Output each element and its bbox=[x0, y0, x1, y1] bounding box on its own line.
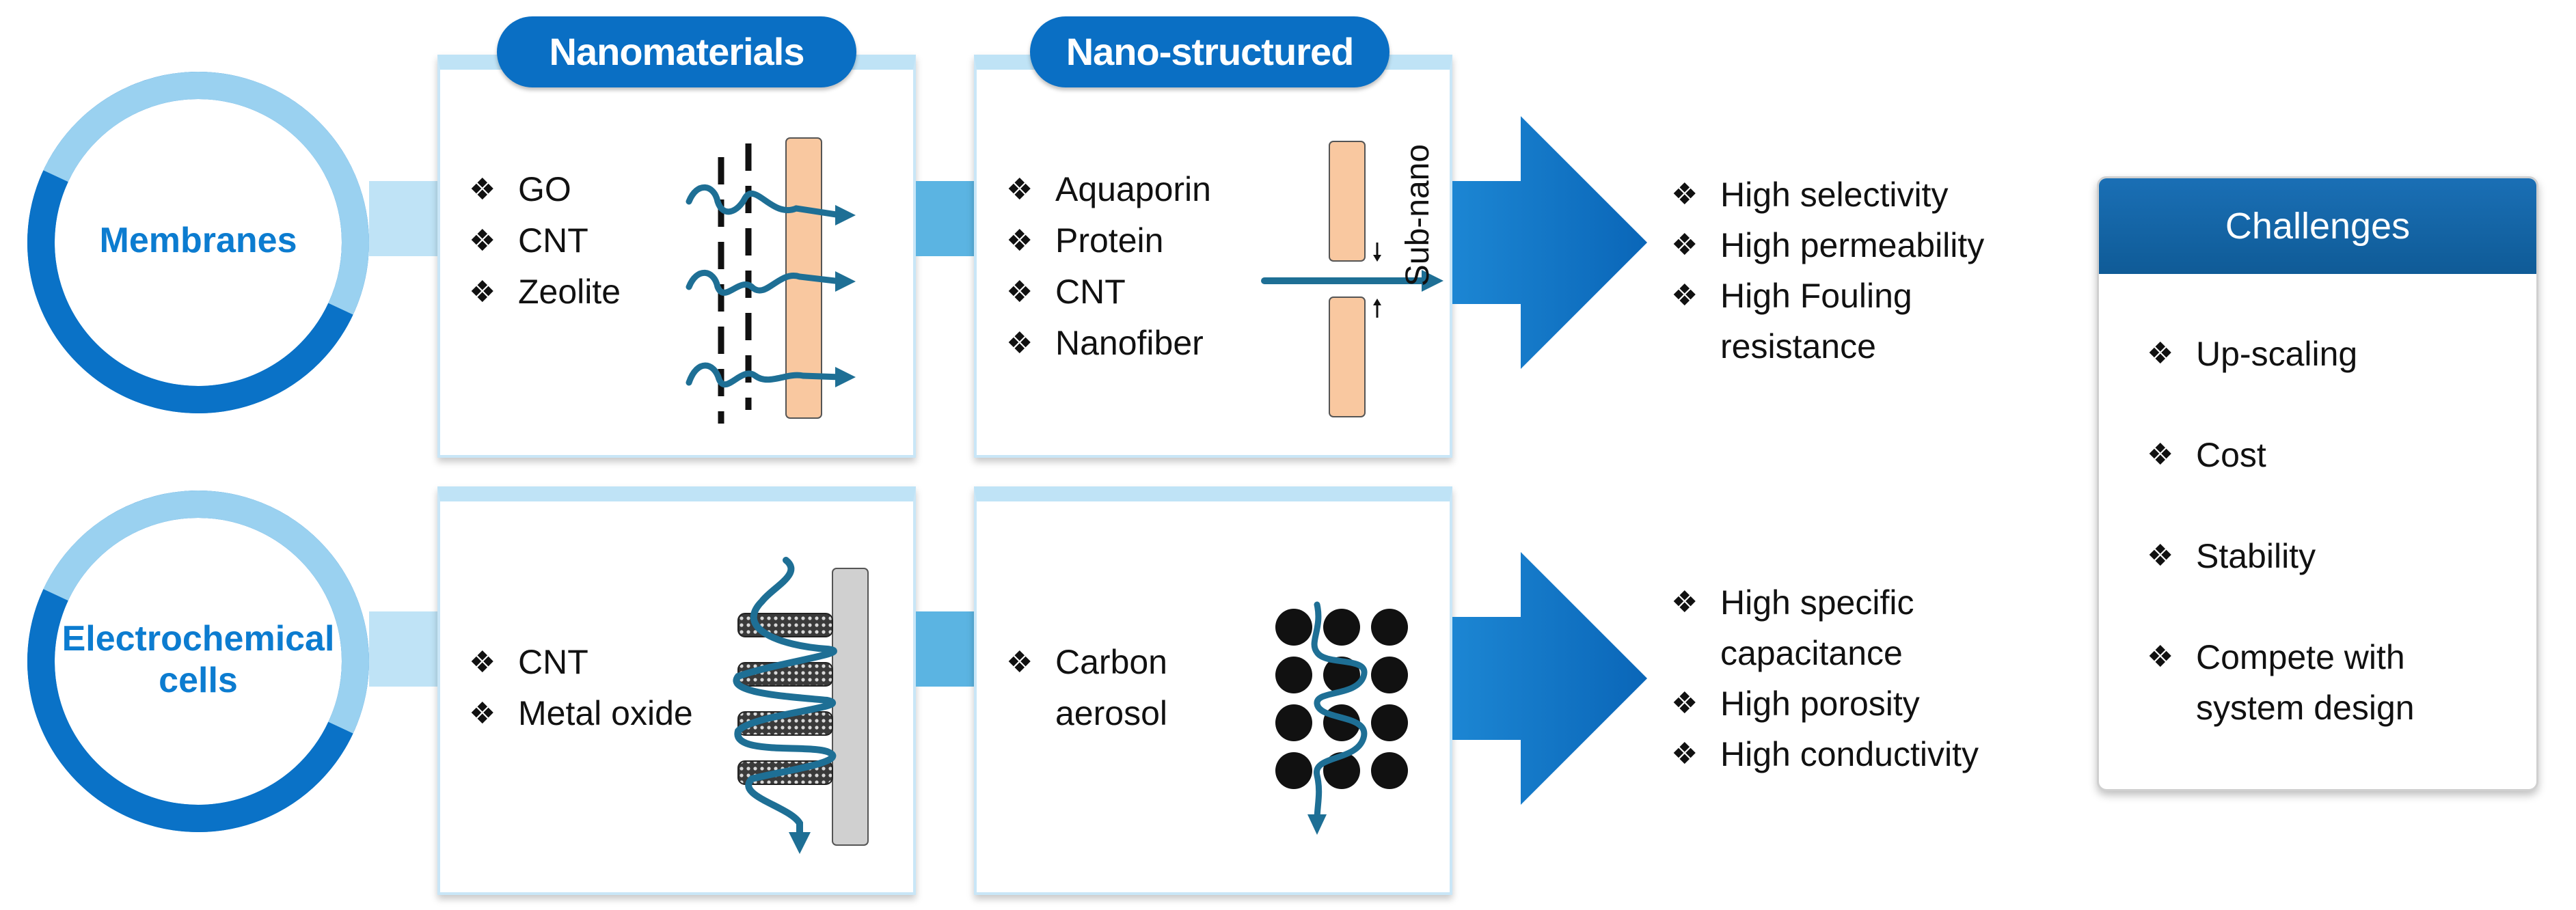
bullet-icon: ❖ bbox=[1006, 327, 1033, 360]
challenges-list: ❖Up-scaling ❖Cost ❖Stability ❖Compete wi… bbox=[2147, 329, 2415, 733]
list-item: ❖Up-scaling bbox=[2147, 329, 2415, 379]
bullet-icon: ❖ bbox=[469, 697, 496, 730]
nanomaterials-header: Nanomaterials bbox=[497, 16, 856, 87]
electrochemical-outcomes-list: ❖High specific capacitance ❖High porosit… bbox=[1671, 577, 1979, 780]
list-item-continuation: aerosol bbox=[1055, 694, 1167, 732]
bullet-icon: ❖ bbox=[1671, 585, 1698, 619]
list-item: ❖Compete with bbox=[2147, 632, 2415, 682]
bullet-icon: ❖ bbox=[1006, 275, 1033, 309]
challenges-title: Challenges bbox=[2099, 178, 2536, 274]
bullet-icon: ❖ bbox=[1671, 737, 1698, 771]
bullet-icon: ❖ bbox=[469, 173, 496, 206]
bullet-icon: ❖ bbox=[1671, 228, 1698, 262]
bullet-icon: ❖ bbox=[469, 275, 496, 309]
bullet-icon: ❖ bbox=[1671, 279, 1698, 312]
list-item: ❖High porosity bbox=[1671, 678, 1979, 729]
list-item-continuation: system design bbox=[2196, 689, 2415, 727]
membranes-outcomes-list: ❖High selectivity ❖High permeability ❖Hi… bbox=[1671, 169, 1984, 372]
electrochemical-label: Electrochemical cells bbox=[62, 619, 335, 701]
list-item: ❖Aquaporin bbox=[1006, 164, 1211, 215]
connector-ring-membranes bbox=[369, 181, 444, 256]
list-item: ❖High Fouling bbox=[1671, 271, 1984, 321]
list-item: ❖GO bbox=[469, 164, 621, 215]
bullet-icon: ❖ bbox=[2147, 539, 2174, 573]
list-item: ❖High permeability bbox=[1671, 220, 1984, 271]
arrow-membranes bbox=[1452, 116, 1647, 369]
connector-electrochemical-1 bbox=[916, 611, 977, 687]
connector-ring-electrochemical bbox=[369, 611, 444, 687]
bullet-icon: ❖ bbox=[2147, 438, 2174, 471]
bullet-icon: ❖ bbox=[1006, 173, 1033, 206]
sub-nano-pore-illustration: Sub-nano bbox=[1261, 141, 1443, 417]
bullet-icon: ❖ bbox=[469, 224, 496, 258]
list-item: ❖Metal oxide bbox=[469, 688, 693, 739]
list-item: ❖High conductivity bbox=[1671, 729, 1979, 780]
carbon-aerosol-illustration bbox=[1275, 601, 1408, 835]
bullet-icon: ❖ bbox=[1006, 646, 1033, 679]
list-item: ❖High specific bbox=[1671, 577, 1979, 628]
list-item: ❖Cost bbox=[2147, 430, 2415, 480]
list-item-continuation: capacitance bbox=[1720, 634, 1903, 672]
bullet-icon: ❖ bbox=[2147, 640, 2174, 674]
list-item: ❖Zeolite bbox=[469, 266, 621, 318]
list-item: ❖CNT bbox=[469, 215, 621, 266]
electrochemical-nanomaterials-list: ❖CNT ❖Metal oxide bbox=[469, 637, 693, 739]
electrochemical-nano-structured-list: ❖Carbon aerosol bbox=[1006, 637, 1167, 739]
list-item: ❖Protein bbox=[1006, 215, 1211, 266]
bullet-icon: ❖ bbox=[1006, 224, 1033, 258]
connector-membranes-1 bbox=[916, 181, 977, 256]
sub-nano-label: Sub-nano bbox=[1400, 144, 1436, 286]
bullet-icon: ❖ bbox=[1671, 687, 1698, 720]
panel-electrochemical-nano-structured bbox=[974, 486, 1452, 895]
membranes-label: Membranes bbox=[99, 221, 297, 260]
list-item: ❖Carbon bbox=[1006, 637, 1167, 688]
electrode-illustration bbox=[733, 557, 869, 854]
list-item: ❖CNT bbox=[1006, 266, 1211, 318]
bullet-icon: ❖ bbox=[2147, 337, 2174, 370]
list-item: ❖Stability bbox=[2147, 531, 2415, 581]
list-item: ❖Nanofiber bbox=[1006, 318, 1211, 369]
bullet-icon: ❖ bbox=[1671, 178, 1698, 211]
bullet-icon: ❖ bbox=[469, 646, 496, 679]
arrow-electrochemical bbox=[1452, 552, 1647, 805]
list-item: ❖High selectivity bbox=[1671, 169, 1984, 220]
challenges-box: Challenges ❖Up-scaling ❖Cost ❖Stability … bbox=[2097, 176, 2538, 791]
membranes-nanomaterials-list: ❖GO ❖CNT ❖Zeolite bbox=[469, 164, 621, 318]
membranes-nano-structured-list: ❖Aquaporin ❖Protein ❖CNT ❖Nanofiber bbox=[1006, 164, 1211, 369]
list-item-continuation: resistance bbox=[1720, 327, 1876, 366]
list-item: ❖CNT bbox=[469, 637, 693, 688]
nano-structured-header: Nano-structured bbox=[1030, 16, 1389, 87]
membrane-layer-illustration bbox=[686, 137, 856, 424]
